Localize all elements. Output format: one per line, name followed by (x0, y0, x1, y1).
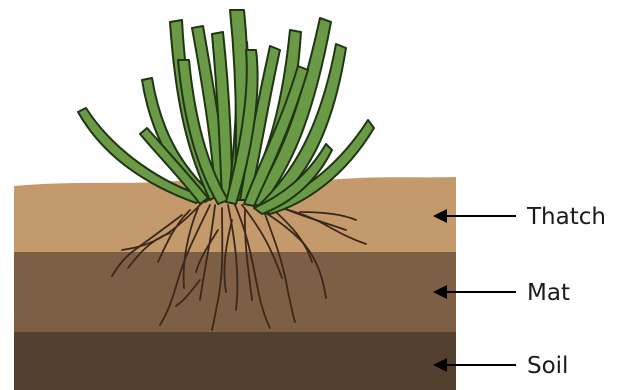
soil-profile (14, 177, 456, 390)
soil-label: Soil (527, 353, 568, 379)
soil-arrow-icon (433, 358, 516, 372)
mat-layer (14, 252, 456, 332)
mat-arrow-icon (433, 285, 516, 299)
thatch-arrow-icon (433, 209, 516, 223)
soil-layer (14, 332, 456, 390)
mat-label: Mat (527, 280, 570, 306)
thatch-label: Thatch (526, 204, 606, 230)
